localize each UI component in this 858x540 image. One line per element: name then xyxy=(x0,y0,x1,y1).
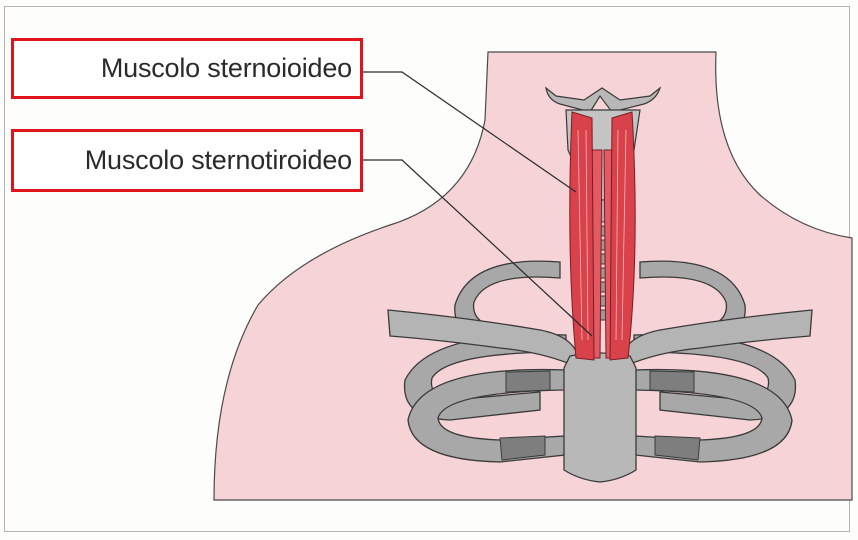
label-sternothyroid-text: Muscolo sternotiroideo xyxy=(85,147,352,174)
sternum xyxy=(564,353,636,482)
label-sternohyoid: Muscolo sternoioideo xyxy=(11,38,363,99)
label-sternothyroid: Muscolo sternotiroideo xyxy=(11,129,363,192)
label-sternohyoid-text: Muscolo sternoioideo xyxy=(101,55,352,82)
